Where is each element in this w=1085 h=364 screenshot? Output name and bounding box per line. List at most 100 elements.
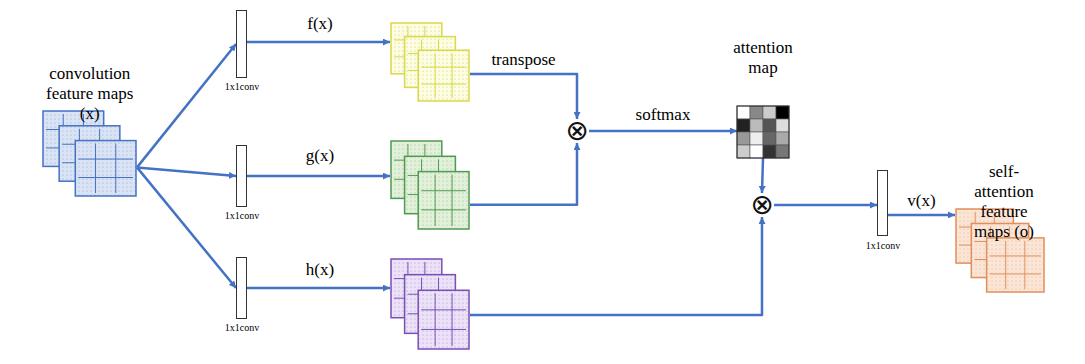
grid-line — [990, 273, 1041, 274]
conv-shape — [236, 10, 247, 78]
attention-cell — [763, 106, 776, 119]
attention-cell — [763, 119, 776, 132]
map-square — [418, 172, 469, 229]
conv-box: 1x1conv — [877, 170, 888, 236]
attention-cell — [737, 132, 750, 145]
grid-line — [1005, 241, 1006, 289]
map-heading: f(x) — [307, 14, 332, 34]
flow-arrow — [137, 167, 236, 176]
attention-cell — [750, 132, 763, 145]
conv-label: 1x1conv — [866, 240, 900, 252]
conv-label: 1x1conv — [225, 210, 259, 222]
attention-cell — [737, 106, 750, 119]
attention-cell — [750, 106, 763, 119]
grid-line — [435, 293, 436, 346]
grid-line — [78, 177, 133, 178]
attention-cell — [737, 119, 750, 132]
flow-arrow — [470, 143, 577, 205]
attention-cell — [776, 106, 789, 119]
map-heading: h(x) — [306, 260, 334, 280]
conv-label: 1x1conv — [225, 81, 259, 93]
feature-map — [75, 141, 136, 196]
flow-arrow — [470, 217, 762, 315]
stack-shape — [390, 22, 470, 102]
attn-shape — [737, 106, 789, 158]
edge-label: v(x) — [905, 191, 937, 211]
attention-cell — [737, 145, 750, 158]
attention-cell — [776, 145, 789, 158]
feature-map — [418, 290, 469, 349]
multiply-symbol-text: ⊗ — [750, 193, 774, 217]
conv-box: 1x1conv — [236, 10, 247, 78]
flow-arrow — [247, 41, 390, 44]
grid-line — [78, 159, 133, 160]
attention-cell — [763, 132, 776, 145]
grid-line — [452, 53, 453, 98]
flow-arrow — [774, 204, 877, 207]
multiply-symbol: ⊗ — [565, 119, 589, 143]
g-feature-maps: g(x) — [390, 140, 470, 230]
attention-cell — [763, 145, 776, 158]
edge-label: transpose — [489, 50, 557, 70]
grid-line — [421, 84, 466, 85]
attention-cell — [776, 119, 789, 132]
flow-arrow — [470, 74, 577, 119]
output-feature-maps: self-attention feature maps (o) — [955, 208, 1045, 293]
map-heading: convolution feature maps (x) — [43, 64, 138, 124]
map-heading: self-attention feature maps (o) — [963, 162, 1045, 242]
conv-shape — [236, 257, 247, 319]
feature-map — [418, 172, 469, 229]
grid-line — [452, 293, 453, 346]
grid-line — [421, 329, 466, 330]
grid-line — [421, 309, 466, 310]
h-feature-maps: h(x) — [390, 258, 470, 350]
stack-shape — [390, 258, 470, 350]
attention-border — [737, 106, 789, 158]
grid-line — [435, 175, 436, 226]
map-heading: attention map — [733, 38, 792, 78]
grid-line — [1024, 241, 1025, 289]
flow-arrow — [137, 44, 236, 167]
feature-map — [987, 238, 1044, 292]
flow-arrow — [888, 214, 955, 217]
flow-arrow — [247, 287, 390, 290]
conv-rect — [237, 146, 247, 207]
grid-line — [421, 190, 466, 191]
flow-arrow — [589, 130, 737, 133]
map-heading: g(x) — [306, 146, 334, 166]
input-feature-maps: convolution feature maps (x) — [42, 110, 137, 197]
flow-arrow — [762, 158, 763, 193]
conv-rect — [878, 171, 888, 236]
stack-shape — [390, 140, 470, 230]
attention-cell — [750, 145, 763, 158]
conv-box: 1x1conv — [236, 257, 247, 319]
conv-shape — [877, 170, 888, 236]
grid-line — [115, 144, 116, 193]
map-square — [418, 50, 469, 101]
f-feature-maps: f(x) — [390, 22, 470, 102]
flow-arrow — [137, 167, 236, 288]
grid-line — [421, 209, 466, 210]
conv-label: 1x1conv — [225, 322, 259, 334]
conv-rect — [237, 258, 247, 319]
multiply-symbol-text: ⊗ — [565, 119, 589, 143]
conv-box: 1x1conv — [236, 145, 247, 207]
conv-shape — [236, 145, 247, 207]
attention-cell — [750, 119, 763, 132]
stack-shape — [42, 110, 137, 197]
map-square — [987, 238, 1044, 292]
conv-rect — [237, 11, 247, 78]
multiply-symbol: ⊗ — [750, 193, 774, 217]
map-square — [418, 290, 469, 349]
attention-map: attention map — [737, 106, 789, 158]
feature-map — [418, 50, 469, 101]
attention-cell — [776, 132, 789, 145]
flow-arrow — [247, 175, 390, 178]
grid-line — [435, 53, 436, 98]
grid-line — [990, 255, 1041, 256]
grid-line — [452, 175, 453, 226]
edge-label: softmax — [634, 105, 693, 125]
grid-line — [421, 67, 466, 68]
map-square — [75, 141, 136, 196]
